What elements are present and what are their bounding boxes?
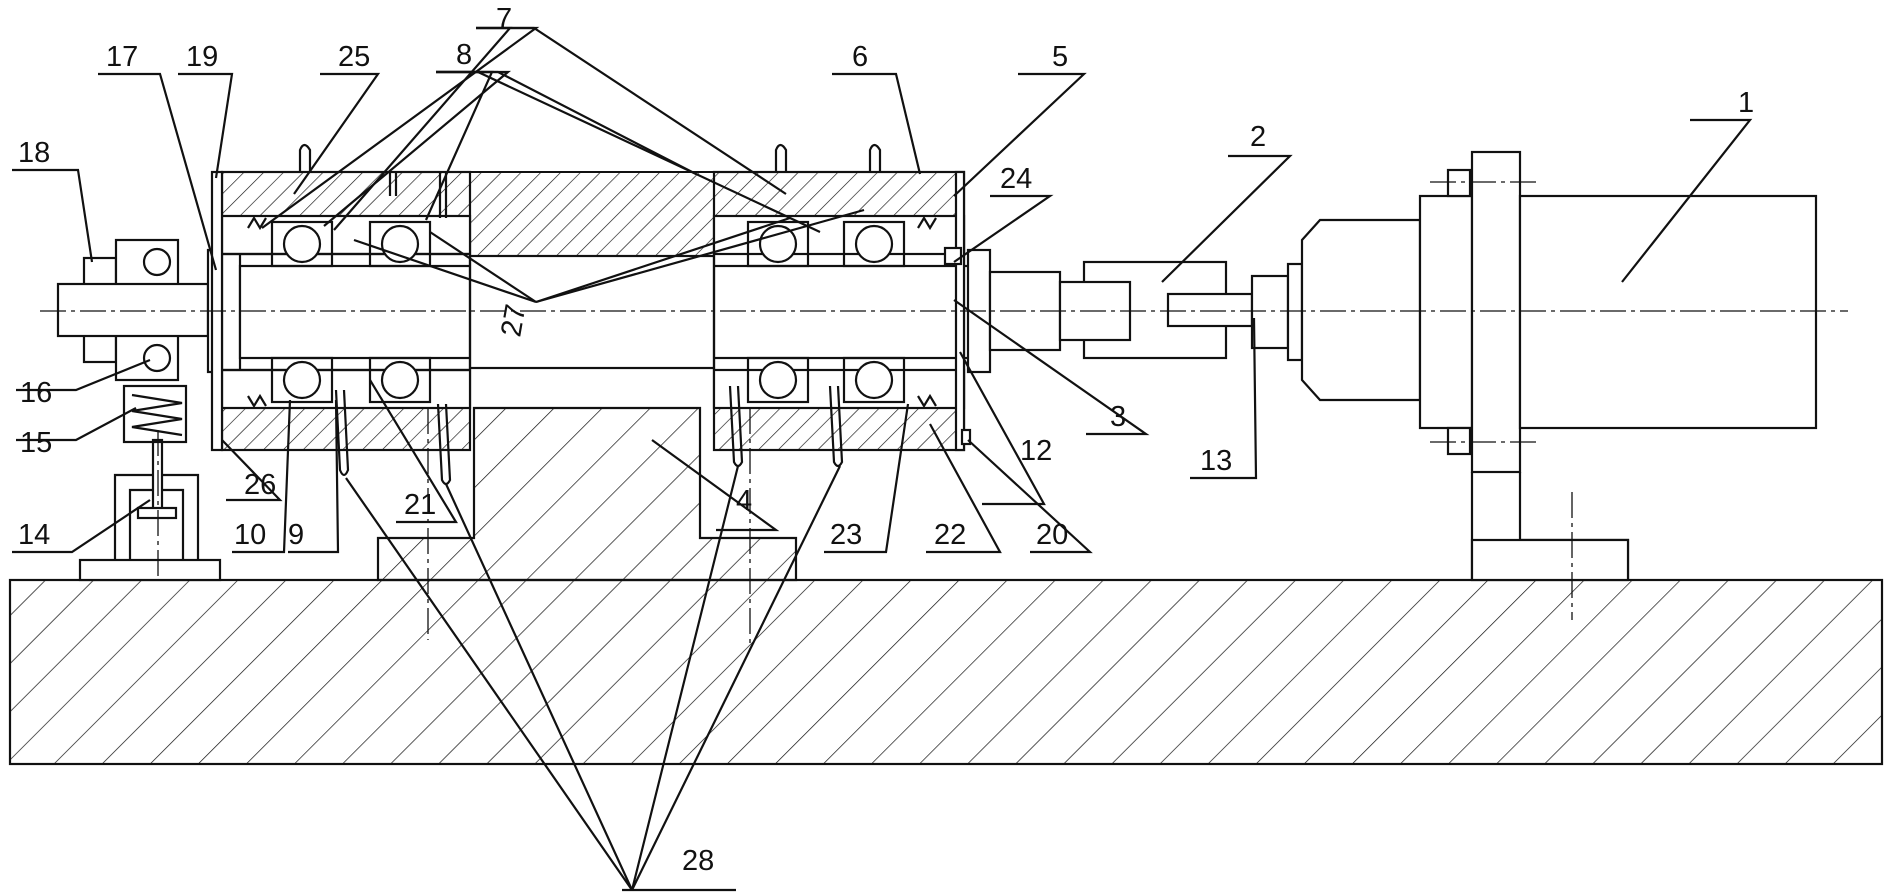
motor-bolt [1446,426,1472,456]
right-seal-spring [917,215,937,231]
motor-coupling-cap [1286,262,1304,362]
label-22: 22 [934,519,966,551]
label-18: 18 [18,137,50,169]
oil-pipe-top [388,172,398,196]
middle-housing-top [469,171,715,257]
test-bearing-ball [282,224,322,264]
label-2: 2 [1250,121,1266,153]
motor-flange-plate [1470,150,1522,474]
label-7: 7 [496,3,512,35]
right-seal-spring-low [917,393,937,409]
coupling-pin [1166,292,1254,328]
oil-pipe-bottom [828,385,844,468]
label-27: 27 [495,302,532,339]
thermocouple-top [298,143,312,172]
motor-nose [1300,218,1422,402]
bearing-ring [842,220,906,268]
label-1: 1 [1738,87,1754,119]
bearing-ring [746,356,810,404]
label-19: 19 [186,41,218,73]
left-seal-spring-low [247,393,267,409]
loading-ball-upper [142,247,172,277]
test-bearing-ball [854,224,894,264]
test-bearing-ball [758,224,798,264]
label-16: 16 [20,377,52,409]
motor-bracket-foot [1470,538,1630,582]
label-8: 8 [456,39,472,71]
left-spacer-lower [220,368,472,410]
label-17: 17 [106,41,138,73]
label-9: 9 [288,519,304,551]
label-6: 6 [852,41,868,73]
label-24: 24 [1000,163,1032,195]
label-3: 3 [1110,401,1126,433]
label-12: 12 [1020,435,1052,467]
label-26: 26 [244,469,276,501]
small-nut-20 [960,428,972,446]
loading-ball-lower [142,343,172,373]
label-13: 13 [1200,445,1232,477]
small-nut-24 [943,246,963,266]
label-4: 4 [736,485,752,517]
bearing-ring [842,356,906,404]
label-20: 20 [1036,519,1068,551]
oil-pipe-top [438,172,448,218]
label-23: 23 [830,519,862,551]
motor-coupling-13 [1250,274,1290,350]
test-bearing-ball [282,360,322,400]
label-14: 14 [18,519,50,551]
bearing-ring [368,220,432,268]
bearing-ring [270,356,334,404]
label-25: 25 [338,41,370,73]
left-seal-spring [247,215,267,231]
label-21: 21 [404,489,436,521]
support-pedestal [376,406,798,582]
right-housing-top [713,171,965,217]
test-bearing-ball [380,360,420,400]
left-housing-top [221,171,471,217]
motor-body [1518,194,1818,430]
leader-lines [12,26,1753,892]
thermocouple-top [774,143,788,172]
shaft-left-stub [56,282,210,338]
screw-head [136,506,178,520]
motor-bolt [1446,168,1472,198]
loading-spring [131,393,183,437]
test-bearing-ball [854,360,894,400]
bearing-ring [270,220,334,268]
oil-pipe-top [868,143,882,172]
label-5: 5 [1052,41,1068,73]
label-10: 10 [234,519,266,551]
spring-stand-base [78,558,222,582]
motor-flange-ring [1418,194,1474,430]
label-15: 15 [20,427,52,459]
oil-pipe-bottom [334,389,350,477]
label-28: 28 [682,845,714,877]
base-plate [8,578,1884,766]
test-bearing-ball [758,360,798,400]
